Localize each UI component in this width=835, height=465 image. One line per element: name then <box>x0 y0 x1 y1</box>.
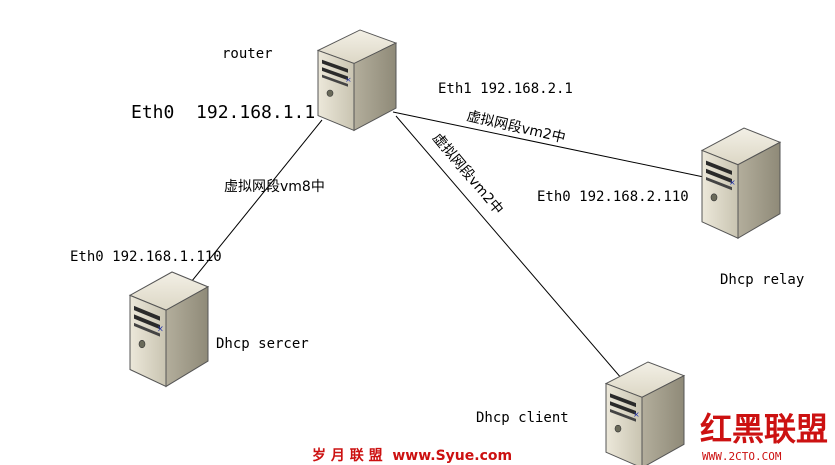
watermark-logo: 红黑联盟 <box>700 410 828 448</box>
link-router-relay <box>392 111 719 181</box>
relay-eth0-label: Eth0 192.168.2.110 <box>537 189 689 205</box>
dhcp-client-label: Dhcp client <box>476 410 569 426</box>
server-eth0-label: Eth0 192.168.1.110 <box>70 249 222 265</box>
watermark-bottom-center: 岁 月 联 盟 www.Syue.com <box>312 447 512 464</box>
router-server-icon <box>317 29 397 131</box>
router-label: router <box>222 46 273 62</box>
dhcp-server-label: Dhcp sercer <box>216 336 309 352</box>
router-eth1-label: Eth1 192.168.2.1 <box>438 81 573 97</box>
link-router-client <box>395 115 629 387</box>
dhcp-relay-server-icon <box>701 127 781 239</box>
link-label-vm2-client: 虚拟网段vm2中 <box>429 130 506 218</box>
dhcp-relay-label: Dhcp relay <box>720 272 804 288</box>
dhcp-client-server-icon <box>605 361 685 465</box>
dhcp-server-icon <box>129 271 209 388</box>
router-eth0-label: Eth0 192.168.1.1 <box>131 102 315 123</box>
link-label-vm2-relay: 虚拟网段vm2中 <box>465 108 567 146</box>
link-label-vm8: 虚拟网段vm8中 <box>224 179 325 195</box>
watermark-url: WWW.2CTO.COM <box>702 450 782 463</box>
